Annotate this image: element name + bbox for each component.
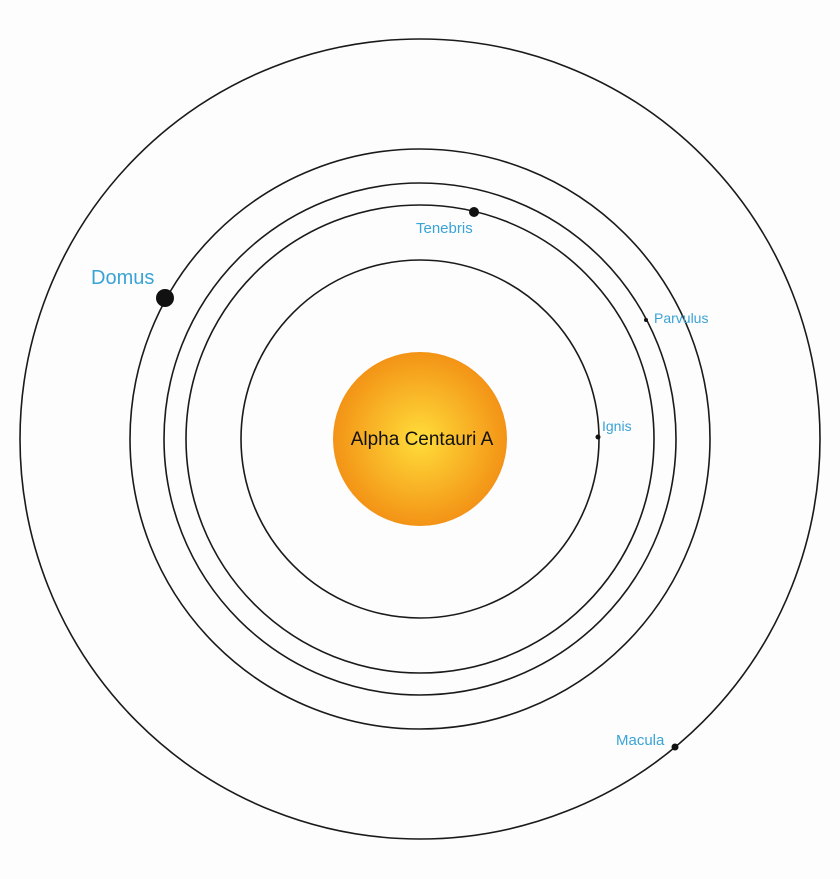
orbit-outermost: [19, 38, 821, 840]
planet-label-tenebris: Tenebris: [416, 220, 473, 237]
star-label: Alpha Centauri A: [351, 429, 494, 450]
orbit-parvulus: [163, 182, 677, 696]
planet-label-domus: Domus: [91, 267, 154, 289]
planet-macula: [671, 743, 679, 751]
planet-parvulus: [644, 318, 648, 322]
planet-tenebris: [469, 207, 479, 217]
planet-label-parvulus: Parvulus: [654, 310, 708, 326]
planet-domus: [156, 289, 174, 307]
planet-label-macula: Macula: [616, 732, 665, 749]
planet-ignis: [595, 434, 601, 440]
star-alpha-centauri-a: [333, 352, 507, 526]
orbit-domus: [129, 148, 711, 730]
orbit-tenebris: [185, 204, 655, 674]
planet-label-ignis: Ignis: [602, 418, 632, 434]
